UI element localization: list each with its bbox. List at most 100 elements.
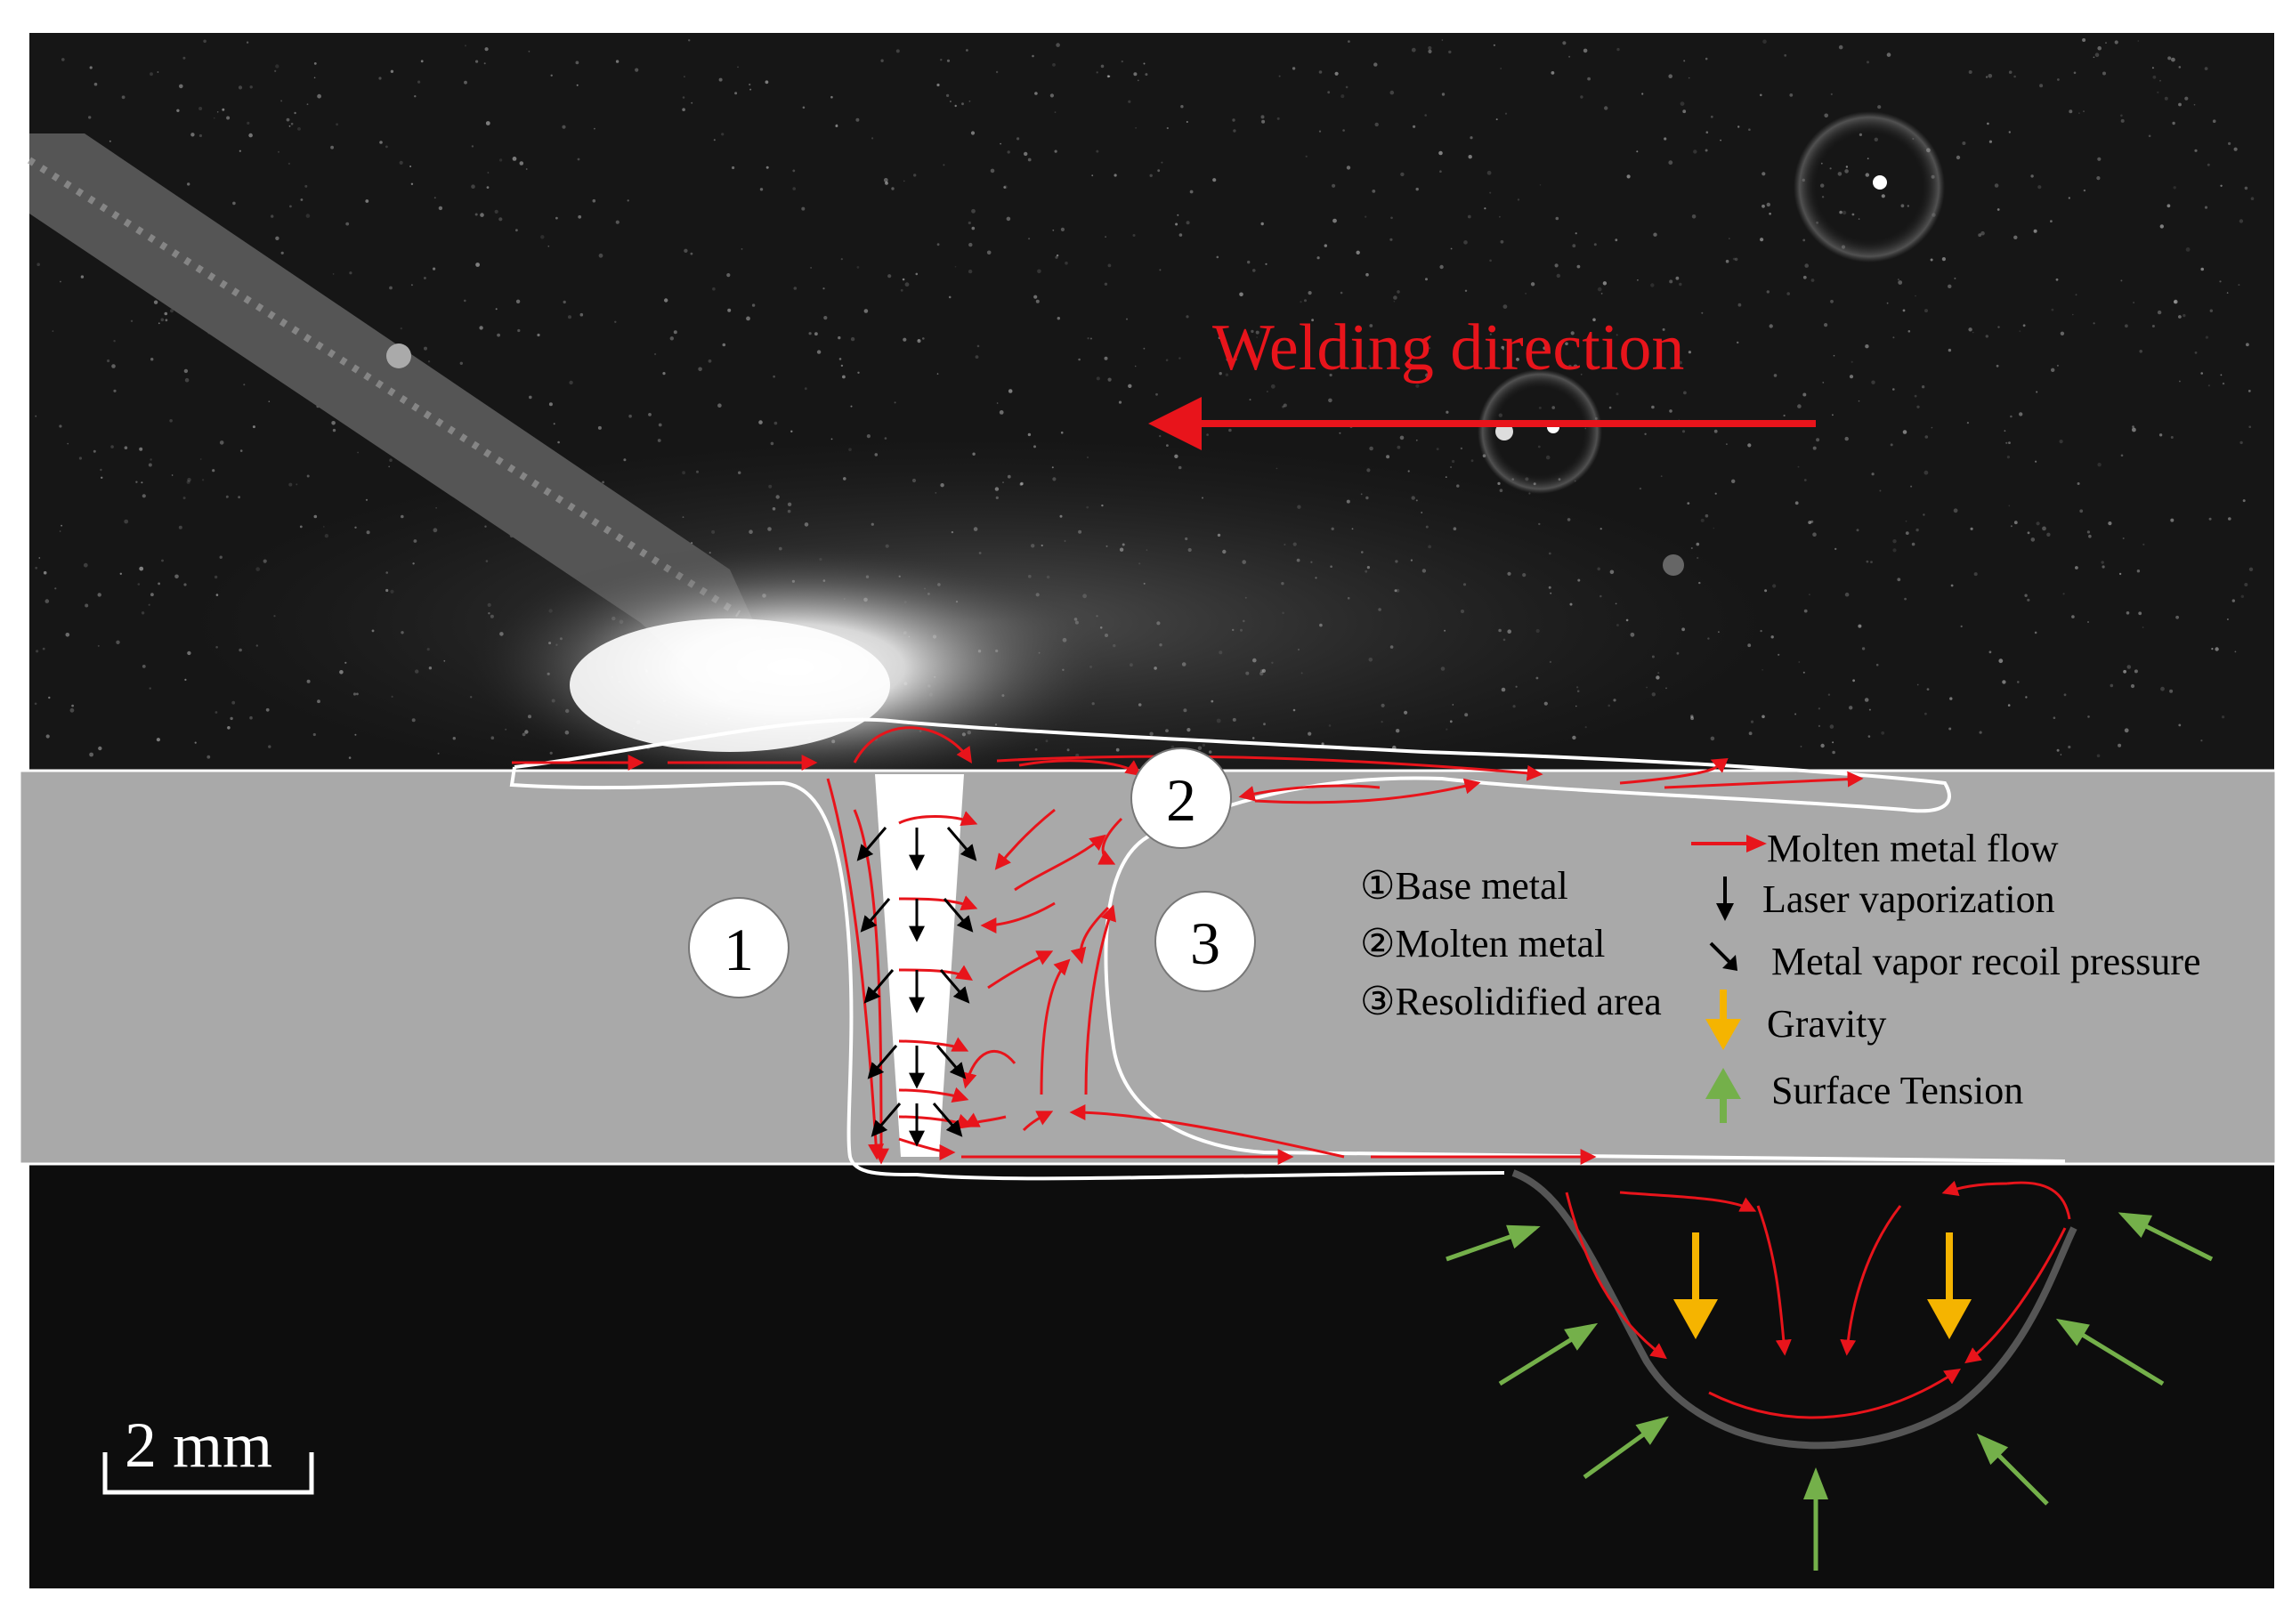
noise-speck: [119, 572, 122, 575]
noise-speck: [1760, 93, 1762, 97]
noise-speck: [517, 328, 521, 333]
noise-speck: [2034, 631, 2037, 634]
noise-speck: [576, 84, 579, 86]
noise-speck: [252, 425, 255, 429]
noise-speck: [113, 389, 117, 392]
region-legend-label: Base metal: [1395, 864, 1567, 908]
noise-speck: [525, 168, 528, 170]
noise-speck: [2170, 518, 2175, 522]
noise-speck: [1720, 139, 1721, 141]
noise-speck: [1270, 384, 1276, 389]
noise-speck: [2220, 184, 2223, 187]
noise-speck: [226, 116, 231, 120]
noise-speck: [1988, 74, 1993, 78]
noise-speck: [1691, 214, 1697, 219]
noise-speck: [1587, 77, 1591, 81]
noise-speck: [1489, 259, 1492, 263]
noise-speck: [1810, 279, 1815, 282]
noise-speck: [1687, 502, 1690, 505]
noise-speck: [1393, 295, 1397, 300]
noise-speck: [2008, 70, 2013, 74]
noise-speck: [1054, 111, 1057, 113]
noise-speck: [1143, 347, 1146, 350]
noise-speck: [1500, 239, 1504, 244]
noise-speck: [2013, 75, 2016, 78]
noise-speck: [2120, 279, 2123, 282]
scale-bar: [102, 1452, 314, 1495]
noise-speck: [187, 182, 190, 186]
noise-speck: [465, 44, 466, 47]
noise-speck: [2244, 583, 2248, 586]
noise-speck: [690, 252, 693, 255]
noise-speck: [198, 107, 203, 110]
noise-speck: [1653, 232, 1657, 237]
tension-arrow: [2118, 1212, 2214, 1262]
noise-speck: [1705, 131, 1709, 133]
noise-speck: [1794, 501, 1799, 505]
noise-speck: [1428, 45, 1432, 51]
noise-speck: [1892, 388, 1895, 391]
noise-speck: [765, 166, 769, 169]
noise-speck: [275, 64, 279, 69]
noise-speck: [1907, 330, 1911, 333]
noise-speck: [946, 59, 951, 62]
noise-speck: [2122, 537, 2125, 539]
noise-speck: [569, 380, 573, 385]
noise-speck: [1760, 238, 1764, 242]
noise-speck: [2120, 118, 2125, 123]
noise-speck: [1078, 358, 1081, 361]
noise-speck: [995, 70, 999, 74]
noise-speck: [194, 741, 197, 744]
noise-speck: [1636, 150, 1639, 153]
noise-speck: [2151, 67, 2154, 69]
noise-speck: [1916, 405, 1920, 408]
noise-speck: [1748, 731, 1753, 736]
noise-speck: [1766, 202, 1771, 207]
noise-speck: [379, 141, 383, 144]
noise-speck: [1539, 184, 1542, 186]
noise-speck: [1346, 166, 1351, 170]
noise-speck: [1680, 101, 1685, 106]
noise-speck: [1737, 303, 1742, 307]
noise-speck: [1816, 438, 1820, 442]
noise-speck: [1189, 190, 1194, 194]
noise-speck: [1180, 105, 1184, 109]
noise-speck: [1737, 341, 1739, 344]
noise-speck: [1225, 373, 1229, 376]
noise-speck: [2101, 561, 2104, 564]
noise-speck: [1683, 391, 1687, 395]
noise-speck: [1729, 238, 1730, 239]
noise-speck: [400, 327, 402, 330]
noise-speck: [1690, 716, 1694, 721]
noise-speck: [658, 423, 662, 427]
noise-speck: [124, 519, 129, 524]
noise-speck: [1517, 198, 1520, 201]
noise-speck: [227, 726, 231, 730]
noise-speck: [1386, 455, 1390, 459]
noise-speck: [1260, 222, 1264, 226]
noise-speck: [2132, 427, 2136, 432]
noise-speck: [684, 76, 685, 77]
noise-speck: [954, 104, 957, 108]
noise-speck: [1827, 693, 1831, 696]
keyhole: [875, 774, 964, 1157]
noise-speck: [2204, 67, 2208, 70]
noise-speck: [2055, 278, 2059, 281]
noise-speck: [1166, 126, 1169, 130]
noise-speck: [61, 58, 65, 61]
noise-speck: [2193, 103, 2196, 106]
noise-speck: [286, 117, 290, 122]
noise-speck: [1348, 40, 1350, 43]
noise-speck: [1987, 122, 1989, 125]
tension-arrow: [1498, 1322, 1599, 1386]
noise-speck: [961, 102, 964, 106]
noise-speck: [918, 339, 920, 342]
noise-speck: [2178, 723, 2182, 727]
noise-speck: [438, 206, 443, 211]
noise-speck: [238, 496, 240, 499]
noise-speck: [385, 145, 388, 149]
noise-speck: [2082, 38, 2086, 42]
noise-speck: [804, 387, 807, 391]
noise-speck: [348, 756, 352, 759]
